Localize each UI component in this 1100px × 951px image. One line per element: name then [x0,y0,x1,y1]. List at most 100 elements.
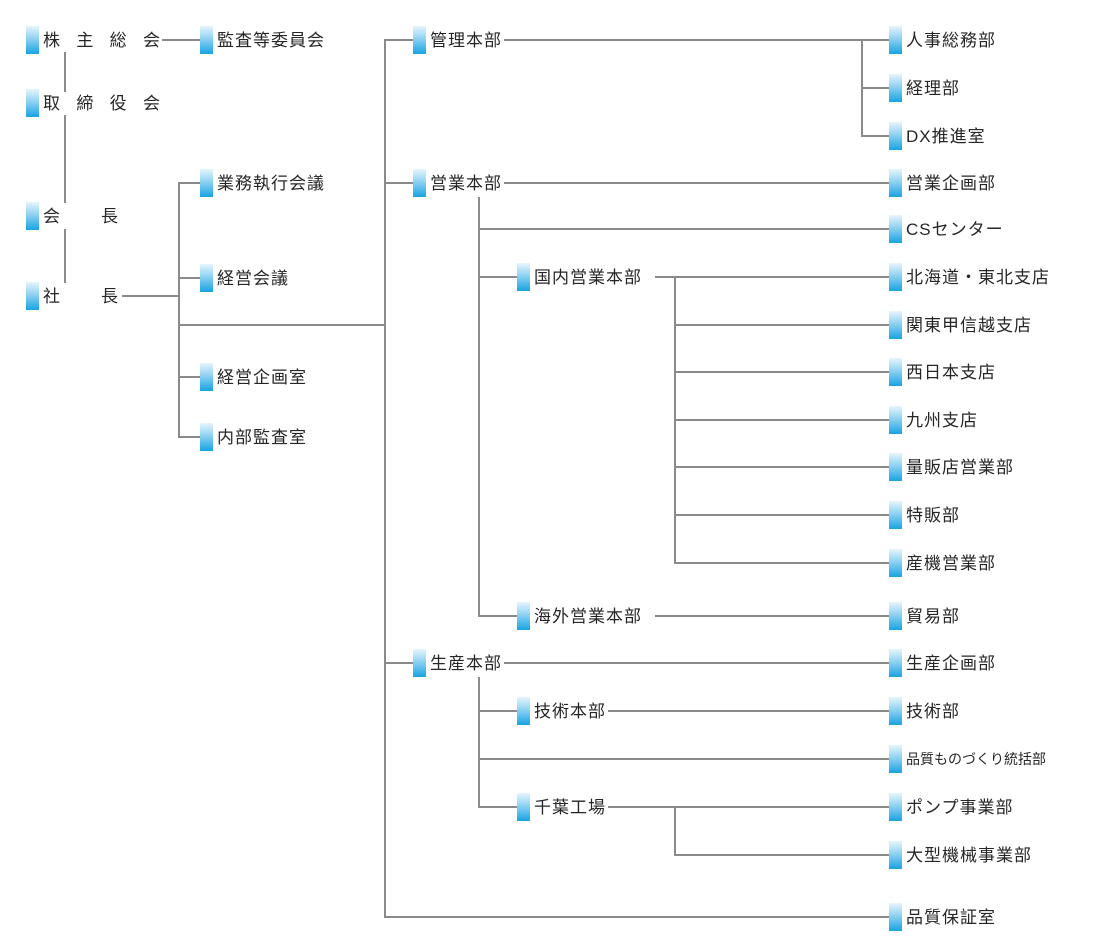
connector-line [178,436,202,438]
gradient-bar-icon [200,26,213,54]
org-node-chairman: 会長 [26,202,118,230]
connector-line [64,229,66,283]
org-node-kanto-koshinetsu-branch: 関東甲信越支店 [889,311,1032,339]
org-node-special-sales-dept: 特販部 [889,501,960,529]
org-node-label: 社長 [43,288,118,305]
gradient-bar-icon [889,169,902,197]
connector-line [504,39,890,41]
org-node-label: 経営会議 [217,268,289,288]
connector-line [674,466,890,468]
connector-line [384,39,386,918]
org-node-label: 取締役会 [43,95,160,112]
gradient-bar-icon [889,501,902,529]
label-char: 株 [43,30,60,50]
connector-line [674,324,890,326]
org-node-sales-planning-dept: 営業企画部 [889,169,996,197]
connector-line [655,276,890,278]
gradient-bar-icon [26,89,39,117]
label-char: 主 [76,30,94,50]
gradient-bar-icon [413,649,426,677]
connector-line [178,324,386,326]
org-node-corporate-planning-office: 経営企画室 [200,363,307,391]
org-node-label: 貿易部 [906,606,960,626]
org-node-label: 営業企画部 [906,173,996,193]
org-node-label: DX推進室 [906,126,986,146]
org-node-label: 特販部 [906,505,960,525]
org-node-label: 量販店営業部 [906,457,1014,477]
connector-line [674,562,890,564]
label-char: 締 [76,93,94,113]
org-node-label: 管理本部 [430,30,502,50]
gradient-bar-icon [889,602,902,630]
org-node-production-division: 生産本部 [413,649,502,677]
org-node-large-machinery-business-dept: 大型機械事業部 [889,841,1032,869]
connector-line [674,806,676,856]
gradient-bar-icon [26,282,39,310]
gradient-bar-icon [889,122,902,150]
gradient-bar-icon [889,406,902,434]
org-node-label: 監査等委員会 [217,30,325,50]
gradient-bar-icon [889,453,902,481]
connector-line [178,277,202,279]
gradient-bar-icon [889,841,902,869]
org-node-label: 経営企画室 [217,367,307,387]
connector-line [861,135,890,137]
org-node-label: 品質ものづくり統括部 [906,751,1046,767]
org-node-label: 株主総会 [43,32,160,49]
connector-line [478,615,518,617]
connector-line [64,52,66,92]
org-node-label: 人事総務部 [906,30,996,50]
org-node-label: 業務執行会議 [217,173,325,193]
label-char: 会 [142,93,160,113]
gradient-bar-icon [889,74,902,102]
gradient-bar-icon [517,793,530,821]
connector-line [178,376,202,378]
org-node-dx-promotion-office: DX推進室 [889,122,986,150]
org-node-production-planning-dept: 生産企画部 [889,649,996,677]
connector-line [674,419,890,421]
gradient-bar-icon [200,169,213,197]
connector-line [608,710,890,712]
org-node-label: 関東甲信越支店 [906,315,1032,335]
org-node-trade-dept: 貿易部 [889,602,960,630]
gradient-bar-icon [889,903,902,931]
gradient-bar-icon [889,549,902,577]
org-node-executive-committee: 業務執行会議 [200,169,325,197]
gradient-bar-icon [26,26,39,54]
org-node-domestic-sales-division: 国内営業本部 [517,263,642,291]
org-node-west-japan-branch: 西日本支店 [889,358,996,386]
org-node-label: 国内営業本部 [534,267,642,287]
label-char: 役 [109,93,127,113]
org-node-label: 北海道・東北支店 [906,267,1050,287]
connector-line [674,514,890,516]
org-node-label: 品質保証室 [906,907,996,927]
org-node-overseas-sales-division: 海外営業本部 [517,602,642,630]
gradient-bar-icon [200,363,213,391]
connector-line [861,87,890,89]
org-node-board-of-directors: 取締役会 [26,89,160,117]
connector-line [384,182,414,184]
org-node-sales-division: 営業本部 [413,169,502,197]
org-node-label: 経理部 [906,78,960,98]
gradient-bar-icon [517,697,530,725]
connector-line [478,806,518,808]
org-node-pump-business-dept: ポンプ事業部 [889,793,1014,821]
connector-line [674,854,890,856]
connector-line [478,276,518,278]
connector-line [504,182,890,184]
connector-line [478,758,890,760]
org-node-chiba-plant: 千葉工場 [517,793,606,821]
label-char: 総 [109,30,127,50]
gradient-bar-icon [889,793,902,821]
gradient-bar-icon [889,745,902,773]
gradient-bar-icon [889,358,902,386]
gradient-bar-icon [413,26,426,54]
label-char: 取 [43,93,60,113]
org-node-engineering-division: 技術本部 [517,697,606,725]
connector-line [674,371,890,373]
org-node-quality-assurance-office: 品質保証室 [889,903,996,931]
org-node-administration-division: 管理本部 [413,26,502,54]
connector-line [478,677,480,808]
org-node-label: ポンプ事業部 [906,797,1014,817]
org-node-quality-monozukuri-control-dept: 品質ものづくり統括部 [889,745,1046,773]
